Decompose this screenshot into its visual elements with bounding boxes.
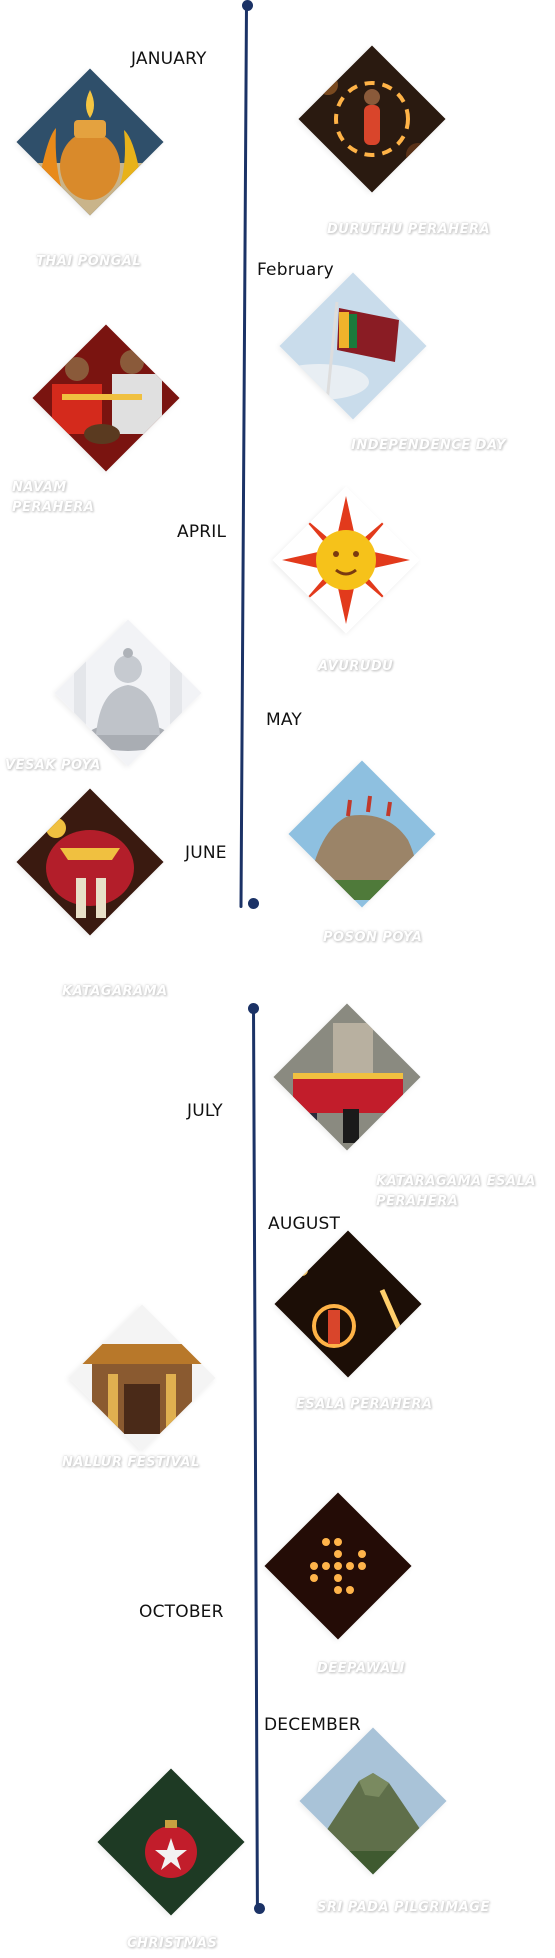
temple-procession-icon [273, 1003, 421, 1151]
event-image-nallur-festival[interactable] [68, 1304, 216, 1452]
event-image-sri-pada-pilgrimage[interactable] [299, 1727, 447, 1875]
decorated-elephant-icon [16, 788, 164, 936]
month-label-february: February [257, 260, 334, 280]
drummers-icon [32, 324, 180, 472]
mihintale-rock-icon [288, 760, 436, 908]
event-image-katagarama[interactable] [16, 788, 164, 936]
event-caption-poson-poya: POSON POYA [323, 930, 423, 945]
event-caption-navam-perahera: NAVAM PERAHERA [12, 480, 95, 515]
kovil-icon [68, 1304, 216, 1452]
fire-dancer-icon [298, 45, 446, 193]
event-caption-deepawali: DEEPAWALI [317, 1661, 405, 1676]
pongal-pot-icon [16, 68, 164, 216]
event-image-deepawali[interactable] [264, 1492, 412, 1640]
month-label-may: MAY [266, 710, 302, 730]
timeline-dot-bottom-end [254, 1903, 265, 1914]
timeline-dot-top-end [248, 898, 259, 909]
event-image-christmas[interactable] [97, 1768, 245, 1916]
event-image-navam-perahera[interactable] [32, 324, 180, 472]
event-image-esala-perahera[interactable] [274, 1230, 422, 1378]
event-image-duruthu-perahera[interactable] [298, 45, 446, 193]
fire-ring-icon [274, 1230, 422, 1378]
event-image-kataragama-esala-perahera[interactable] [273, 1003, 421, 1151]
month-label-june: JUNE [185, 843, 227, 863]
event-caption-christmas: CHRISTMAS [127, 1936, 218, 1951]
oil-lamps-icon [264, 1492, 412, 1640]
month-label-august: AUGUST [268, 1214, 341, 1234]
timeline-line-top [239, 5, 248, 909]
buddha-statue-icon [54, 619, 202, 767]
event-caption-avurudu: AVURUDU [318, 659, 394, 674]
month-label-july: JULY [187, 1101, 223, 1121]
event-caption-nallur-festival: NALLUR FESTIVAL [62, 1455, 200, 1470]
event-image-independence-day[interactable] [279, 272, 427, 420]
timeline-dot-bottom-start [248, 1003, 259, 1014]
timeline-dot-top-start [242, 0, 253, 11]
event-caption-katagarama: KATAGARAMA [62, 984, 168, 999]
month-label-april: APRIL [177, 522, 227, 542]
event-caption-vesak-poya: VESAK POYA [5, 758, 101, 773]
event-caption-thai-pongal: THAI PONGAL [36, 254, 142, 269]
event-caption-duruthu-perahera: DURUTHU PERAHERA [327, 222, 491, 237]
sri-lanka-flag-icon [279, 272, 427, 420]
sun-icon [272, 486, 420, 634]
adams-peak-icon [299, 1727, 447, 1875]
event-caption-sri-pada-pilgrimage: SRI PADA PILGRIMAGE [317, 1900, 490, 1915]
timeline-line-bottom [252, 1007, 259, 1908]
event-caption-independence-day: INDEPENDENCE DAY [351, 438, 506, 453]
event-caption-kataragama-esala-perahera: KATARAGAMA ESALA PERAHERA [376, 1174, 536, 1209]
event-image-vesak-poya[interactable] [54, 619, 202, 767]
month-label-october: OCTOBER [139, 1602, 224, 1622]
event-image-thai-pongal[interactable] [16, 68, 164, 216]
month-label-december: DECEMBER [264, 1715, 361, 1735]
month-label-january: JANUARY [131, 49, 207, 69]
christmas-ornament-icon [97, 1768, 245, 1916]
event-caption-esala-perahera: ESALA PERAHERA [296, 1397, 433, 1412]
event-image-poson-poya[interactable] [288, 760, 436, 908]
event-image-avurudu[interactable] [272, 486, 420, 634]
